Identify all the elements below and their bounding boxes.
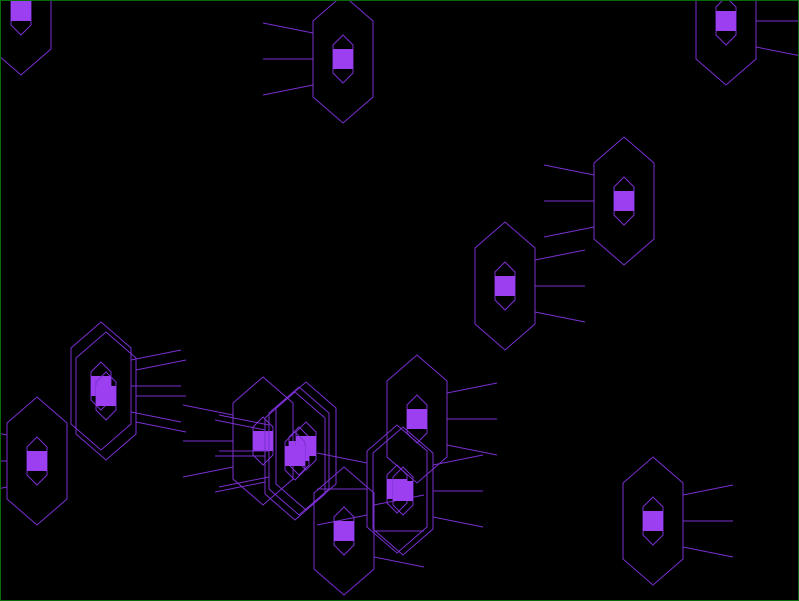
ship-core	[643, 511, 663, 531]
ship-core	[27, 451, 47, 471]
ship-core	[334, 521, 354, 541]
ship-hull	[593, 136, 655, 266]
ship-antenna	[534, 249, 586, 261]
ship-inner-frame	[95, 371, 117, 421]
ship-antenna	[218, 414, 270, 426]
ship-inner-frame	[406, 394, 428, 444]
ship-core	[253, 431, 273, 451]
ship-hull	[313, 466, 375, 596]
ship-antenna	[543, 226, 595, 238]
ship-antenna	[534, 311, 586, 323]
ship-hull	[695, 1, 757, 86]
ship-antenna	[446, 382, 498, 394]
ship-hull	[622, 456, 684, 586]
ship-inner-frame	[386, 464, 408, 514]
ship-antenna	[543, 164, 595, 176]
ship-hull	[232, 376, 294, 506]
ship-antenna	[130, 349, 182, 361]
ship	[474, 221, 586, 351]
ship-inner-frame	[10, 1, 32, 36]
ship	[262, 1, 374, 124]
ship-antenna	[373, 556, 425, 568]
ship	[70, 321, 182, 451]
ship-antenna	[135, 421, 187, 433]
ship-inner-frame	[392, 466, 414, 516]
ship-core	[96, 386, 116, 406]
ship	[75, 331, 187, 461]
ship	[372, 426, 484, 556]
ship-antenna	[432, 516, 484, 528]
ship-core	[495, 276, 515, 296]
ship-inner-frame	[333, 506, 355, 556]
ship-inner-frame	[613, 176, 635, 226]
ship-antenna	[682, 546, 734, 558]
ship-antenna	[135, 359, 187, 371]
ship-inner-frame	[295, 421, 317, 471]
ship-antenna	[218, 476, 270, 488]
ship-antenna	[316, 514, 368, 526]
ship-core	[614, 191, 634, 211]
ship-antenna	[214, 481, 266, 493]
ship-hull	[75, 331, 137, 461]
ship-inner-frame	[252, 416, 274, 466]
ship-inner-frame	[284, 431, 306, 481]
ship-core	[393, 481, 413, 501]
ship-antenna	[182, 404, 234, 416]
ship-antenna	[755, 46, 798, 56]
ship-inner-frame	[26, 436, 48, 486]
ship-antenna	[262, 22, 314, 34]
ship-core	[716, 11, 736, 31]
ship-antenna	[432, 454, 484, 466]
ship-hull	[372, 426, 434, 556]
ship-antenna	[1, 433, 8, 436]
ship	[214, 391, 326, 521]
ship	[386, 354, 498, 484]
ship-antenna	[214, 419, 266, 431]
ship	[622, 456, 734, 586]
ship-hull	[366, 424, 428, 554]
ship-antenna	[130, 411, 182, 423]
ship	[695, 1, 798, 86]
ship-core	[333, 49, 353, 69]
ship-hull	[312, 1, 374, 124]
ship-hull	[264, 391, 326, 521]
ship	[1, 396, 68, 526]
ship-antenna	[1, 486, 8, 489]
ship-hull	[1, 1, 52, 76]
ship-antenna	[682, 484, 734, 496]
ship-hull	[268, 386, 330, 516]
ship-antenna	[446, 444, 498, 456]
ship-antenna	[182, 466, 234, 478]
ship-core	[407, 409, 427, 429]
ship-inner-frame	[332, 34, 354, 84]
ship-inner-frame	[642, 496, 664, 546]
ship	[543, 136, 655, 266]
ship-hull	[70, 321, 132, 451]
ship	[182, 376, 294, 506]
ship-hull	[474, 221, 536, 351]
ship-core	[285, 446, 305, 466]
ship-hull	[386, 354, 448, 484]
ship-inner-frame	[494, 261, 516, 311]
ship	[1, 1, 52, 76]
ship-hull	[6, 396, 68, 526]
ship-inner-frame	[90, 361, 112, 411]
ship-inner-frame	[715, 1, 737, 46]
ship-core	[11, 1, 31, 21]
ship-antenna	[262, 84, 314, 96]
